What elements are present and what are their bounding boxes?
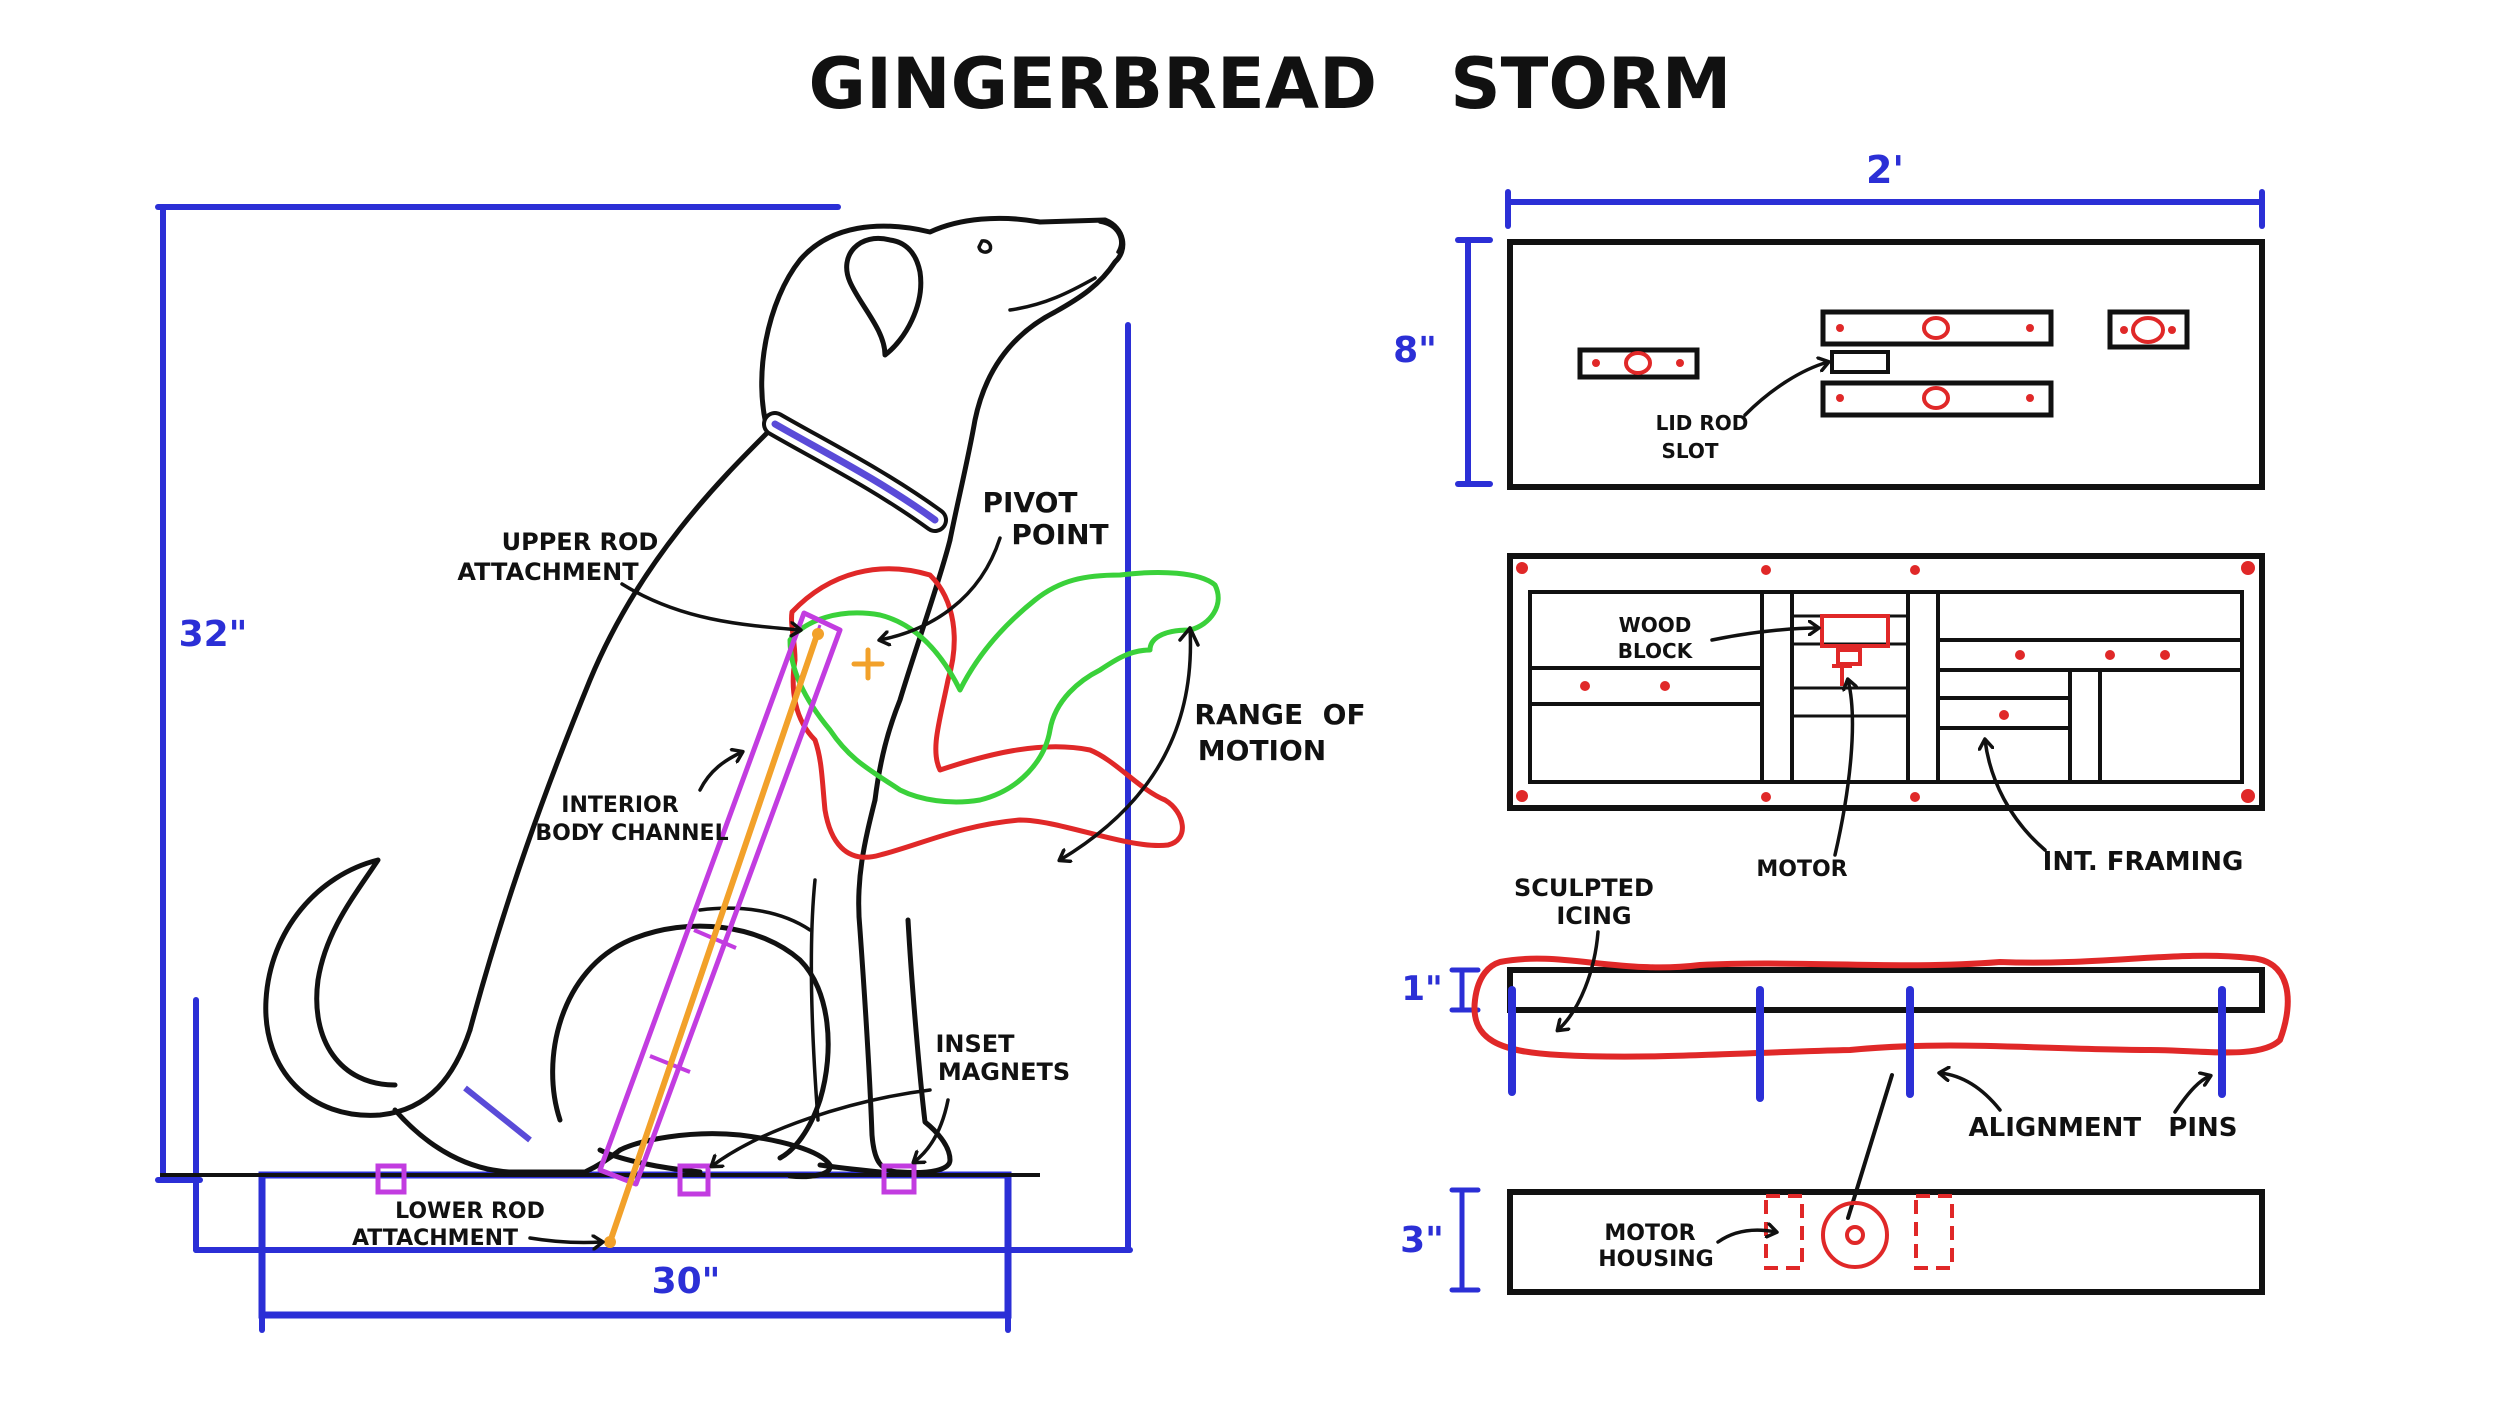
svg-text:ALIGNMENT PINS: ALIGNMENT PINS bbox=[1969, 1113, 2238, 1143]
svg-text:WOOD: WOOD bbox=[1619, 613, 1692, 637]
svg-text:LID ROD: LID ROD bbox=[1656, 411, 1749, 435]
icing-board bbox=[1507, 967, 2265, 1013]
housing-dimension bbox=[1449, 1187, 1481, 1293]
framing-panel bbox=[1507, 553, 2265, 811]
motor-housing-callout: MOTOR HOUSING bbox=[1598, 1221, 1776, 1272]
width-label-2ft: 2' bbox=[1866, 148, 1904, 192]
alignment-pins-callout: ALIGNMENT PINS bbox=[1940, 1073, 2237, 1143]
lower-rod-dot bbox=[604, 1236, 616, 1248]
rod bbox=[607, 629, 821, 1245]
svg-text:MOTOR: MOTOR bbox=[1756, 857, 1847, 882]
magnet-3 bbox=[881, 1163, 917, 1195]
framing-red-dots bbox=[1516, 561, 2255, 803]
lid-slot-left bbox=[1577, 347, 1700, 380]
svg-text:HOUSING: HOUSING bbox=[1598, 1247, 1713, 1272]
height-label-8in: 8" bbox=[1393, 330, 1437, 371]
svg-text:BODY CHANNEL: BODY CHANNEL bbox=[535, 821, 728, 846]
height-label-32: 32" bbox=[179, 614, 248, 655]
sculpted-icing bbox=[1471, 952, 2291, 1060]
int-framing-callout: INT. FRAMING bbox=[1985, 740, 2243, 877]
leg-raised-position bbox=[787, 570, 1221, 805]
range-of-motion-callout: RANGE OF MOTION bbox=[1060, 626, 1366, 860]
leg-down-position bbox=[789, 566, 1185, 860]
wood-block-callout: WOOD BLOCK bbox=[1618, 613, 1818, 663]
svg-text:MAGNETS: MAGNETS bbox=[938, 1058, 1070, 1086]
lid-slot-top bbox=[1820, 309, 2054, 347]
svg-text:ATTACHMENT: ATTACHMENT bbox=[457, 558, 639, 586]
height-label-3in: 3" bbox=[1400, 1220, 1444, 1261]
lid-rod-slot-callout: LID ROD SLOT bbox=[1656, 362, 1828, 463]
interior-body-channel-callout: INTERIOR BODY CHANNEL bbox=[535, 752, 742, 846]
inset-magnets-callout: INSET MAGNETS bbox=[712, 1030, 1070, 1166]
motor-callout: MOTOR bbox=[1756, 680, 1852, 882]
svg-text:BLOCK: BLOCK bbox=[1618, 639, 1694, 663]
upper-rod-dot bbox=[812, 628, 824, 640]
wood-block bbox=[1820, 614, 1890, 648]
svg-text:SCULPTED: SCULPTED bbox=[1514, 874, 1654, 902]
svg-text:SLOT: SLOT bbox=[1661, 439, 1718, 463]
svg-text:PIVOT: PIVOT bbox=[982, 486, 1077, 519]
svg-text:LOWER ROD: LOWER ROD bbox=[395, 1199, 545, 1224]
pivot-point-callout: PIVOT POINT bbox=[880, 486, 1109, 640]
pivot-marker bbox=[851, 647, 885, 681]
tail-band bbox=[463, 1085, 532, 1143]
housing-red-marks bbox=[1764, 1194, 1954, 1270]
height-label-1in: 1" bbox=[1401, 969, 1442, 1009]
housing-board bbox=[1507, 1189, 2265, 1295]
motor-shape bbox=[1832, 648, 1862, 686]
sculpted-icing-callout: SCULPTED ICING bbox=[1514, 874, 1654, 1030]
lid-red-dots bbox=[1592, 324, 2176, 402]
lid-slot-bottom bbox=[1820, 380, 2054, 418]
svg-text:INTERIOR: INTERIOR bbox=[561, 793, 678, 818]
svg-text:UPPER ROD: UPPER ROD bbox=[502, 528, 659, 556]
svg-text:MOTOR: MOTOR bbox=[1604, 1221, 1695, 1246]
lid-slot-right bbox=[2107, 309, 2190, 350]
svg-text:MOTION: MOTION bbox=[1198, 734, 1326, 767]
magnet-1 bbox=[375, 1163, 407, 1195]
inset-magnets bbox=[375, 1163, 917, 1197]
interior-body-channel bbox=[597, 610, 843, 1187]
motor-shaft-pointer bbox=[1846, 1073, 1894, 1220]
svg-text:INT. FRAMING: INT. FRAMING bbox=[2043, 847, 2244, 877]
magnet-2 bbox=[677, 1163, 711, 1197]
top-panel-dimensions bbox=[1455, 189, 2265, 487]
alignment-pins bbox=[1508, 986, 2226, 1102]
lid-red-marks bbox=[1624, 316, 2165, 410]
width-label-30: 30" bbox=[652, 1261, 721, 1302]
lower-rod-callout: LOWER ROD ATTACHMENT bbox=[352, 1199, 602, 1251]
upper-rod-callout: UPPER ROD ATTACHMENT bbox=[457, 528, 800, 630]
svg-text:ATTACHMENT: ATTACHMENT bbox=[352, 1226, 518, 1251]
svg-text:RANGE OF: RANGE OF bbox=[1194, 698, 1365, 731]
lid-panel bbox=[1507, 239, 2265, 490]
svg-text:POINT: POINT bbox=[1011, 518, 1108, 551]
dog-collar bbox=[762, 411, 948, 533]
page-title: GINGERBREAD STORM bbox=[809, 43, 1732, 125]
svg-text:INSET: INSET bbox=[935, 1030, 1015, 1058]
lid-rod-slot bbox=[1830, 350, 1890, 374]
svg-text:ICING: ICING bbox=[1556, 902, 1631, 930]
